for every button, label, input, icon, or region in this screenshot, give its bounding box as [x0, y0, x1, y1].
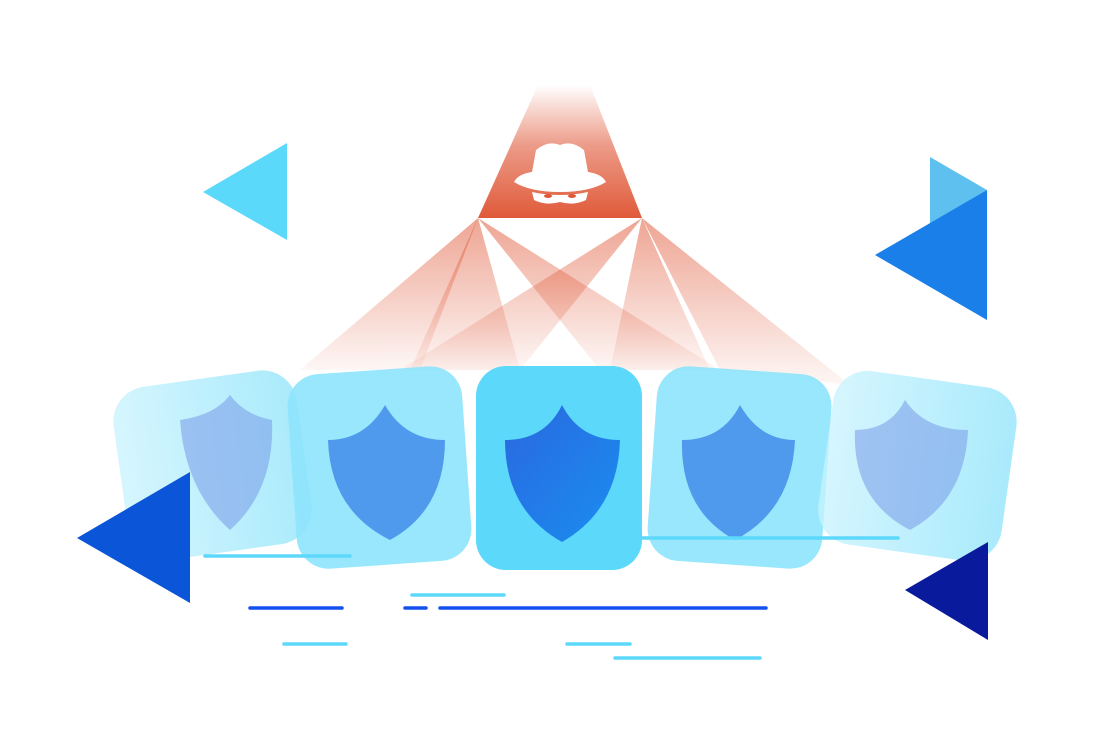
shield-card — [647, 366, 832, 569]
triangle-decoration — [905, 542, 988, 640]
triangle-decoration — [875, 190, 987, 320]
triangle-decoration — [203, 143, 287, 240]
decorative-lines — [203, 536, 900, 660]
triangle-decoration — [77, 472, 190, 603]
attack-rays — [300, 218, 850, 385]
shield-card — [287, 366, 472, 569]
shield-card-center — [476, 366, 642, 570]
triangle-decoration — [930, 157, 987, 225]
hacker-icon — [514, 143, 606, 204]
shield-card — [818, 370, 1017, 561]
